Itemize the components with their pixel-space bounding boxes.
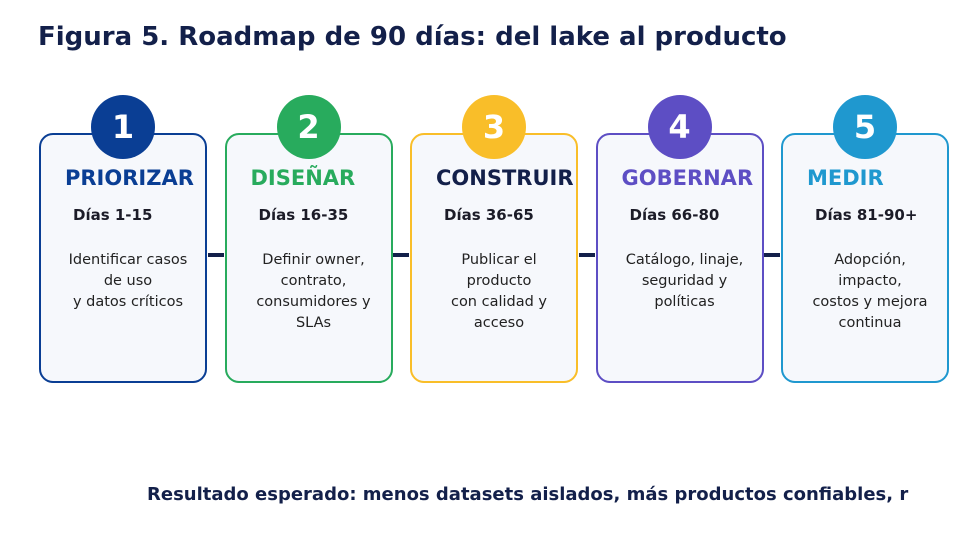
step-description: Identificar casos de uso y datos crítico…: [68, 252, 188, 310]
step-description: Catálogo, linaje, seguridad y políticas: [625, 252, 744, 310]
figure-title: Figura 5. Roadmap de 90 días: del lake a…: [38, 22, 787, 52]
step-number-badge: 3: [462, 95, 526, 159]
step-phase-name: DISEÑAR: [250, 166, 356, 190]
step-phase-name: CONSTRUIR: [436, 166, 574, 190]
step-connector: [393, 253, 409, 257]
step-description: Definir owner, contrato, consumidores y …: [256, 252, 371, 331]
step-connector: [207, 253, 224, 257]
step-phase-name: MEDIR: [807, 166, 884, 190]
step-days-range: Días 66-80: [629, 206, 720, 224]
step-days-range: Días 1-15: [73, 206, 153, 224]
step-days-range: Días 36-65: [444, 206, 534, 224]
step-connector: [578, 253, 595, 257]
step-phase-name: PRIORIZAR: [65, 166, 194, 190]
step-days-range: Días 16-35: [258, 206, 349, 224]
step-phase-name: GOBERNAR: [621, 166, 754, 190]
step-number-badge: 2: [276, 95, 341, 159]
step-card: [410, 133, 578, 383]
step-card: [39, 133, 207, 383]
step-number-badge: 4: [647, 95, 712, 159]
step-description: Adopción, impacto, costos y mejora conti…: [812, 252, 928, 331]
step-number-badge: 5: [833, 95, 897, 159]
step-days-range: Días 81-90+: [815, 206, 918, 224]
step-connector: [764, 253, 780, 257]
step-description: Publicar el producto con calidad y acces…: [450, 252, 548, 331]
expected-result-text: Resultado esperado: menos datasets aisla…: [147, 484, 909, 505]
step-number-badge: 1: [91, 95, 155, 159]
step-card: [224, 133, 393, 383]
